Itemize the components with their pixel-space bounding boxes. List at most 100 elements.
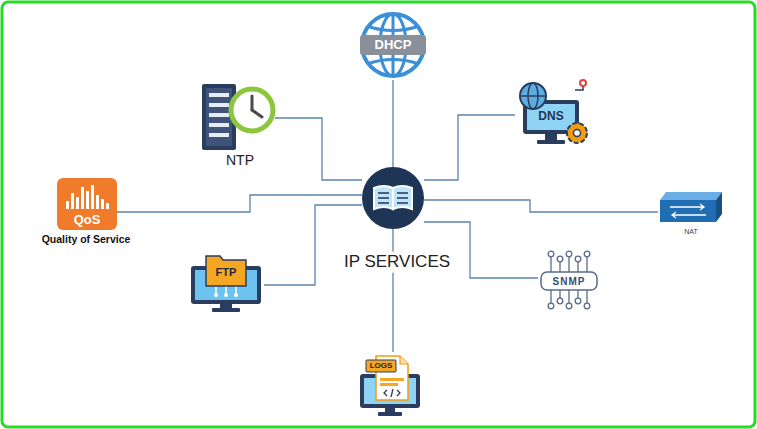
circuit-node (557, 256, 563, 262)
level-bar (71, 193, 74, 209)
circuit-line (235, 286, 237, 294)
qos-icon: QoSQuality of Service (57, 178, 117, 230)
level-bar (81, 187, 84, 209)
server-slot (209, 93, 229, 97)
circuit-node (584, 303, 590, 309)
book-line (378, 192, 389, 194)
service-name: SNMP (553, 276, 586, 287)
ntp-icon-drawing (200, 82, 275, 152)
server-slot (209, 133, 229, 137)
circuit-node (224, 293, 228, 297)
circuit-line (550, 257, 551, 272)
book-page (393, 186, 412, 209)
hub-node: IP SERVICES (362, 167, 424, 229)
book-line (378, 202, 389, 204)
circuit-node (575, 256, 581, 262)
ftp-icon: FTP (188, 250, 264, 312)
book-line (397, 192, 408, 194)
service-label: NAT (684, 228, 697, 236)
server-slot (209, 113, 229, 117)
label-band (360, 35, 426, 55)
service-label: NTP (226, 153, 254, 168)
service-label: Quality of Service (42, 234, 131, 246)
monitor-base (212, 308, 240, 312)
circuit-node (566, 303, 572, 309)
circuit-line (586, 257, 587, 272)
service-name: QoS (74, 213, 101, 227)
nat-top (660, 192, 722, 200)
spoke-line (392, 80, 393, 167)
circuit-node (548, 251, 554, 257)
level-bar (96, 195, 99, 209)
monitor-stand (545, 134, 557, 141)
server-slot (209, 103, 229, 107)
circuit-line (559, 262, 560, 272)
nat-side (716, 192, 722, 222)
circuit-line (215, 286, 217, 294)
clock-hand (251, 96, 254, 110)
monitor-base (537, 140, 565, 144)
nat-icon: NAT (658, 190, 724, 224)
circuit-line (568, 290, 569, 303)
globe-parallel (367, 60, 419, 65)
gear (567, 123, 587, 143)
spoke-line (392, 229, 393, 352)
page-fold (400, 356, 408, 364)
snmp-icon: SNMP (538, 248, 600, 312)
ntp-icon: NTP (200, 82, 275, 152)
service-name: DHCP (375, 38, 412, 52)
circuit-line (577, 262, 578, 272)
book-line (397, 197, 408, 199)
circuit-line (568, 257, 569, 272)
book-line (397, 202, 408, 204)
book-line (378, 197, 389, 199)
circuit-node (575, 298, 581, 304)
nat-front (660, 200, 716, 222)
service-name: LOGS (370, 362, 393, 371)
clock-face (231, 89, 273, 131)
level-bar (101, 199, 104, 209)
server-panel (206, 88, 232, 146)
level-bar (76, 197, 79, 209)
folder (206, 256, 246, 286)
service-name: DNS (538, 110, 563, 123)
circuit-node (584, 251, 590, 257)
spoke-line (424, 200, 658, 212)
level-bar (86, 191, 89, 209)
nat-arrow (672, 212, 706, 218)
dhcp-icon: DHCP (358, 10, 428, 80)
level-bar (66, 201, 69, 209)
monitor-base (378, 412, 402, 416)
hub-node-drawing (362, 167, 424, 229)
snmp-chip (541, 272, 597, 290)
gear-hub (574, 130, 581, 137)
globe-badge (520, 83, 546, 109)
circuit-line (577, 290, 578, 298)
circuit-line (559, 290, 560, 298)
circuit-node (234, 293, 238, 297)
book-page (374, 186, 393, 209)
circuit-node (548, 303, 554, 309)
page-line (380, 383, 398, 386)
circuit-line (586, 290, 587, 303)
globe-parallel (367, 26, 419, 31)
spoke-line (264, 205, 362, 285)
circuit-node (566, 251, 572, 257)
circuit-node (557, 298, 563, 304)
logs-icon: LOGS (358, 352, 422, 418)
circuit-line (225, 286, 227, 294)
code-symbol (384, 389, 400, 397)
hub-title: IP SERVICES (340, 252, 454, 273)
clock-hand (252, 110, 262, 117)
globe-badge-line (520, 95, 546, 97)
spoke-line (275, 118, 362, 180)
nat-arrow (670, 204, 704, 210)
page-line (380, 378, 404, 381)
hub-circle (362, 167, 424, 229)
service-name: FTP (216, 266, 237, 278)
circuit-node (214, 293, 218, 297)
log-tag (366, 360, 396, 372)
spoke-line (424, 115, 515, 180)
